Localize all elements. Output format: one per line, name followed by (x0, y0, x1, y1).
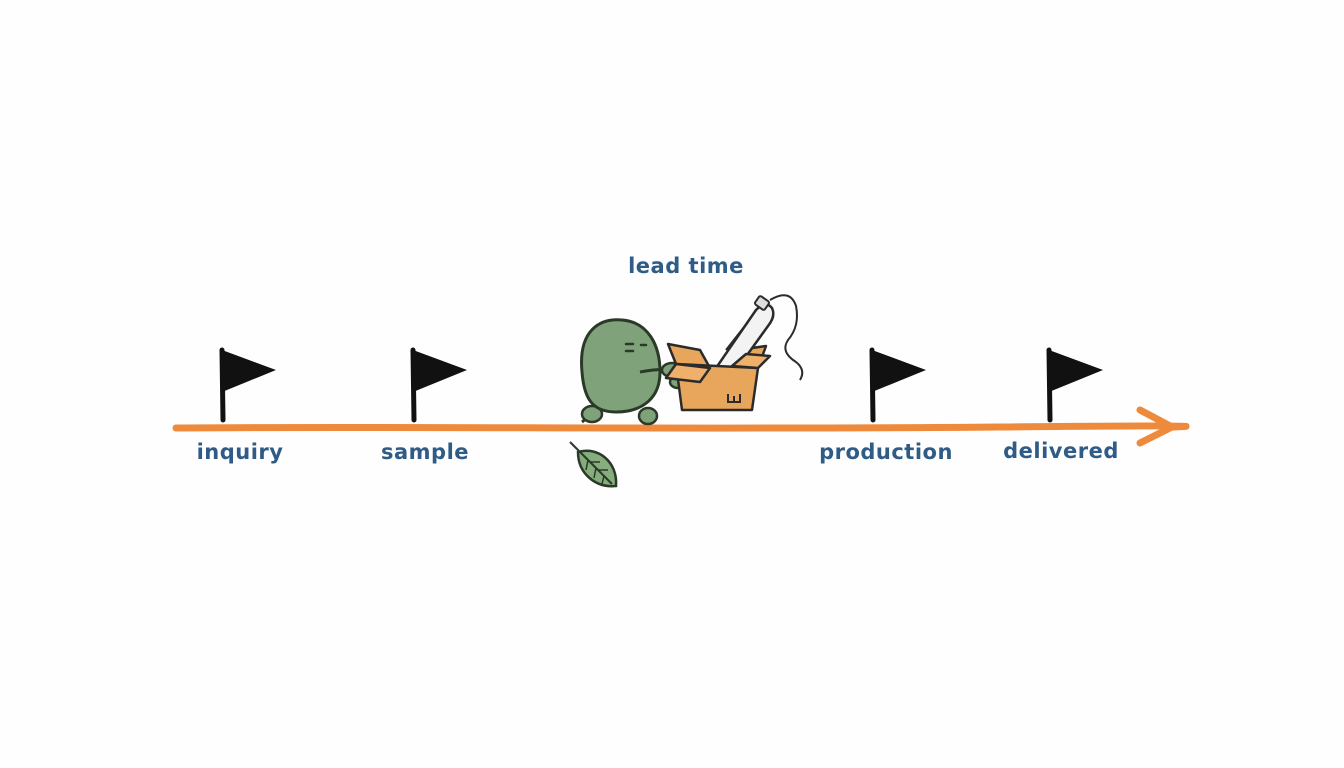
green-blob-character (580, 318, 688, 426)
flag-icon-delivered (1046, 347, 1103, 423)
flag-icon-inquiry (219, 347, 276, 423)
stage-label-sample: sample (380, 440, 470, 464)
stage-label-inquiry: inquiry (196, 440, 284, 464)
hair-dryer-icon (714, 294, 804, 381)
stage-label-production: production (819, 440, 953, 464)
lead-time-label: lead time (628, 254, 744, 278)
leaf-icon (569, 441, 618, 488)
timeline-arrowhead-icon (1136, 406, 1176, 447)
timeline-line (172, 422, 1190, 432)
cardboard-box-icon (664, 294, 804, 412)
flag-icon-production (869, 347, 926, 423)
flag-icon-sample (410, 347, 467, 423)
stage-label-delivered: delivered (1003, 439, 1119, 463)
